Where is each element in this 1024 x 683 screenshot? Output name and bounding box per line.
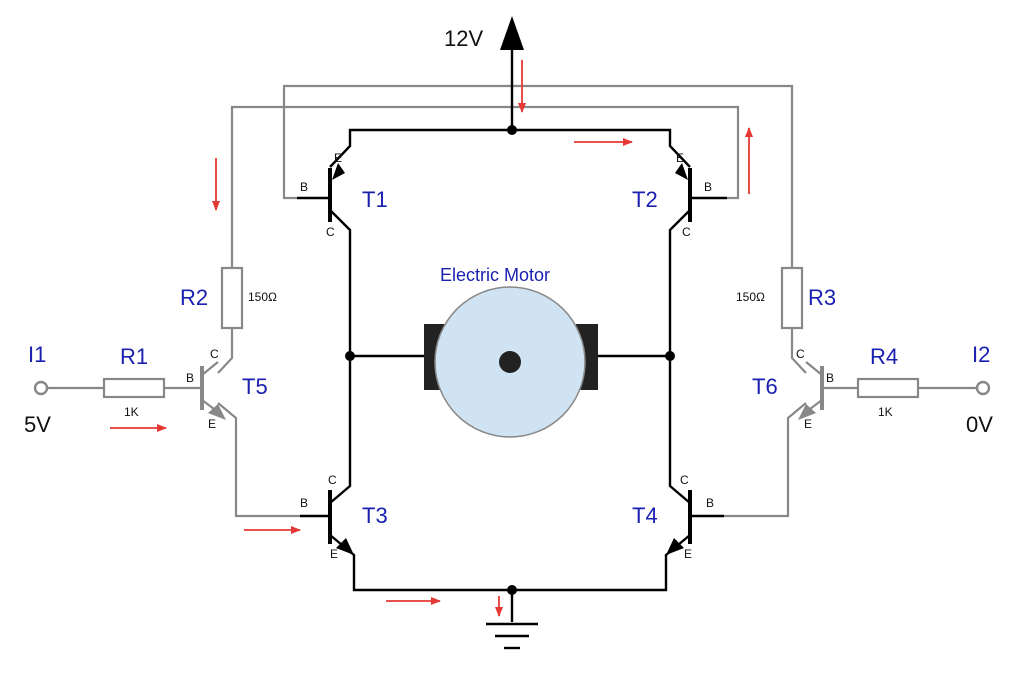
t4-pin-e: E xyxy=(684,547,692,561)
emitter-arrow-icon xyxy=(208,404,226,420)
input-i2-label: I2 xyxy=(972,342,990,367)
transistor-t6 xyxy=(798,361,824,420)
transistor-t2-label: T2 xyxy=(632,187,658,212)
t4-pin-c: C xyxy=(680,473,689,487)
resistor-r2-value: 150Ω xyxy=(248,290,277,304)
motor-shaft-icon xyxy=(499,351,521,373)
t2-pin-b: B xyxy=(704,180,712,194)
emitter-arrow-icon xyxy=(666,538,684,555)
resistor-r1-label: R1 xyxy=(120,344,148,369)
input-terminal-i2 xyxy=(975,380,991,396)
ground-icon xyxy=(486,622,538,650)
transistor-t3 xyxy=(300,490,354,555)
input-i1-voltage: 5V xyxy=(24,412,51,437)
resistor-r3-label: R3 xyxy=(808,285,836,310)
t1-pin-c: C xyxy=(326,225,335,239)
transistor-t3-label: T3 xyxy=(362,503,388,528)
transistor-t6-label: T6 xyxy=(752,374,778,399)
input-i2-voltage: 0V xyxy=(966,412,993,437)
t3-pin-b: B xyxy=(300,496,308,510)
t5-pin-b: B xyxy=(186,371,194,385)
t3-pin-e: E xyxy=(330,547,338,561)
emitter-arrow-icon xyxy=(675,163,688,180)
t3-pin-c: C xyxy=(328,473,337,487)
t1-pin-b: B xyxy=(300,180,308,194)
junction-dots xyxy=(345,125,675,595)
emitter-arrow-icon xyxy=(336,538,354,555)
t2-pin-c: C xyxy=(682,225,691,239)
resistor-r4 xyxy=(856,377,920,399)
resistor-r3-value: 150Ω xyxy=(736,290,765,304)
transistor-t5 xyxy=(200,361,226,420)
resistor-r1 xyxy=(102,377,166,399)
control-wiring xyxy=(48,84,976,518)
t4-pin-b: B xyxy=(706,496,714,510)
resistor-r4-value: 1K xyxy=(878,405,893,419)
emitter-arrow-icon xyxy=(798,404,816,420)
motor-label: Electric Motor xyxy=(440,265,550,285)
t1-pin-e: E xyxy=(334,151,342,165)
t5-pin-e: E xyxy=(208,417,216,431)
resistor-r1-value: 1K xyxy=(124,405,139,419)
transistor-t1 xyxy=(297,163,345,222)
emitter-arrow-icon xyxy=(332,163,345,180)
input-terminal-i1 xyxy=(33,380,49,396)
resistor-r3 xyxy=(780,266,804,330)
transistor-t5-label: T5 xyxy=(242,374,268,399)
resistor-r4-label: R4 xyxy=(870,344,898,369)
supply-arrow-icon xyxy=(500,16,524,50)
transistor-t4-label: T4 xyxy=(632,503,658,528)
transistor-t4 xyxy=(666,490,724,555)
transistor-t1-label: T1 xyxy=(362,187,388,212)
resistor-r2 xyxy=(220,266,244,330)
supply-voltage-label: 12V xyxy=(444,26,483,51)
input-i1-label: I1 xyxy=(28,342,46,367)
t2-pin-e: E xyxy=(676,151,684,165)
t5-pin-c: C xyxy=(210,347,219,361)
current-flow-arrows xyxy=(110,60,753,617)
t6-pin-b: B xyxy=(826,371,834,385)
electric-motor xyxy=(424,286,598,438)
t6-pin-c: C xyxy=(796,347,805,361)
t6-pin-e: E xyxy=(804,417,812,431)
resistor-r2-label: R2 xyxy=(180,285,208,310)
transistor-t2 xyxy=(675,163,727,222)
